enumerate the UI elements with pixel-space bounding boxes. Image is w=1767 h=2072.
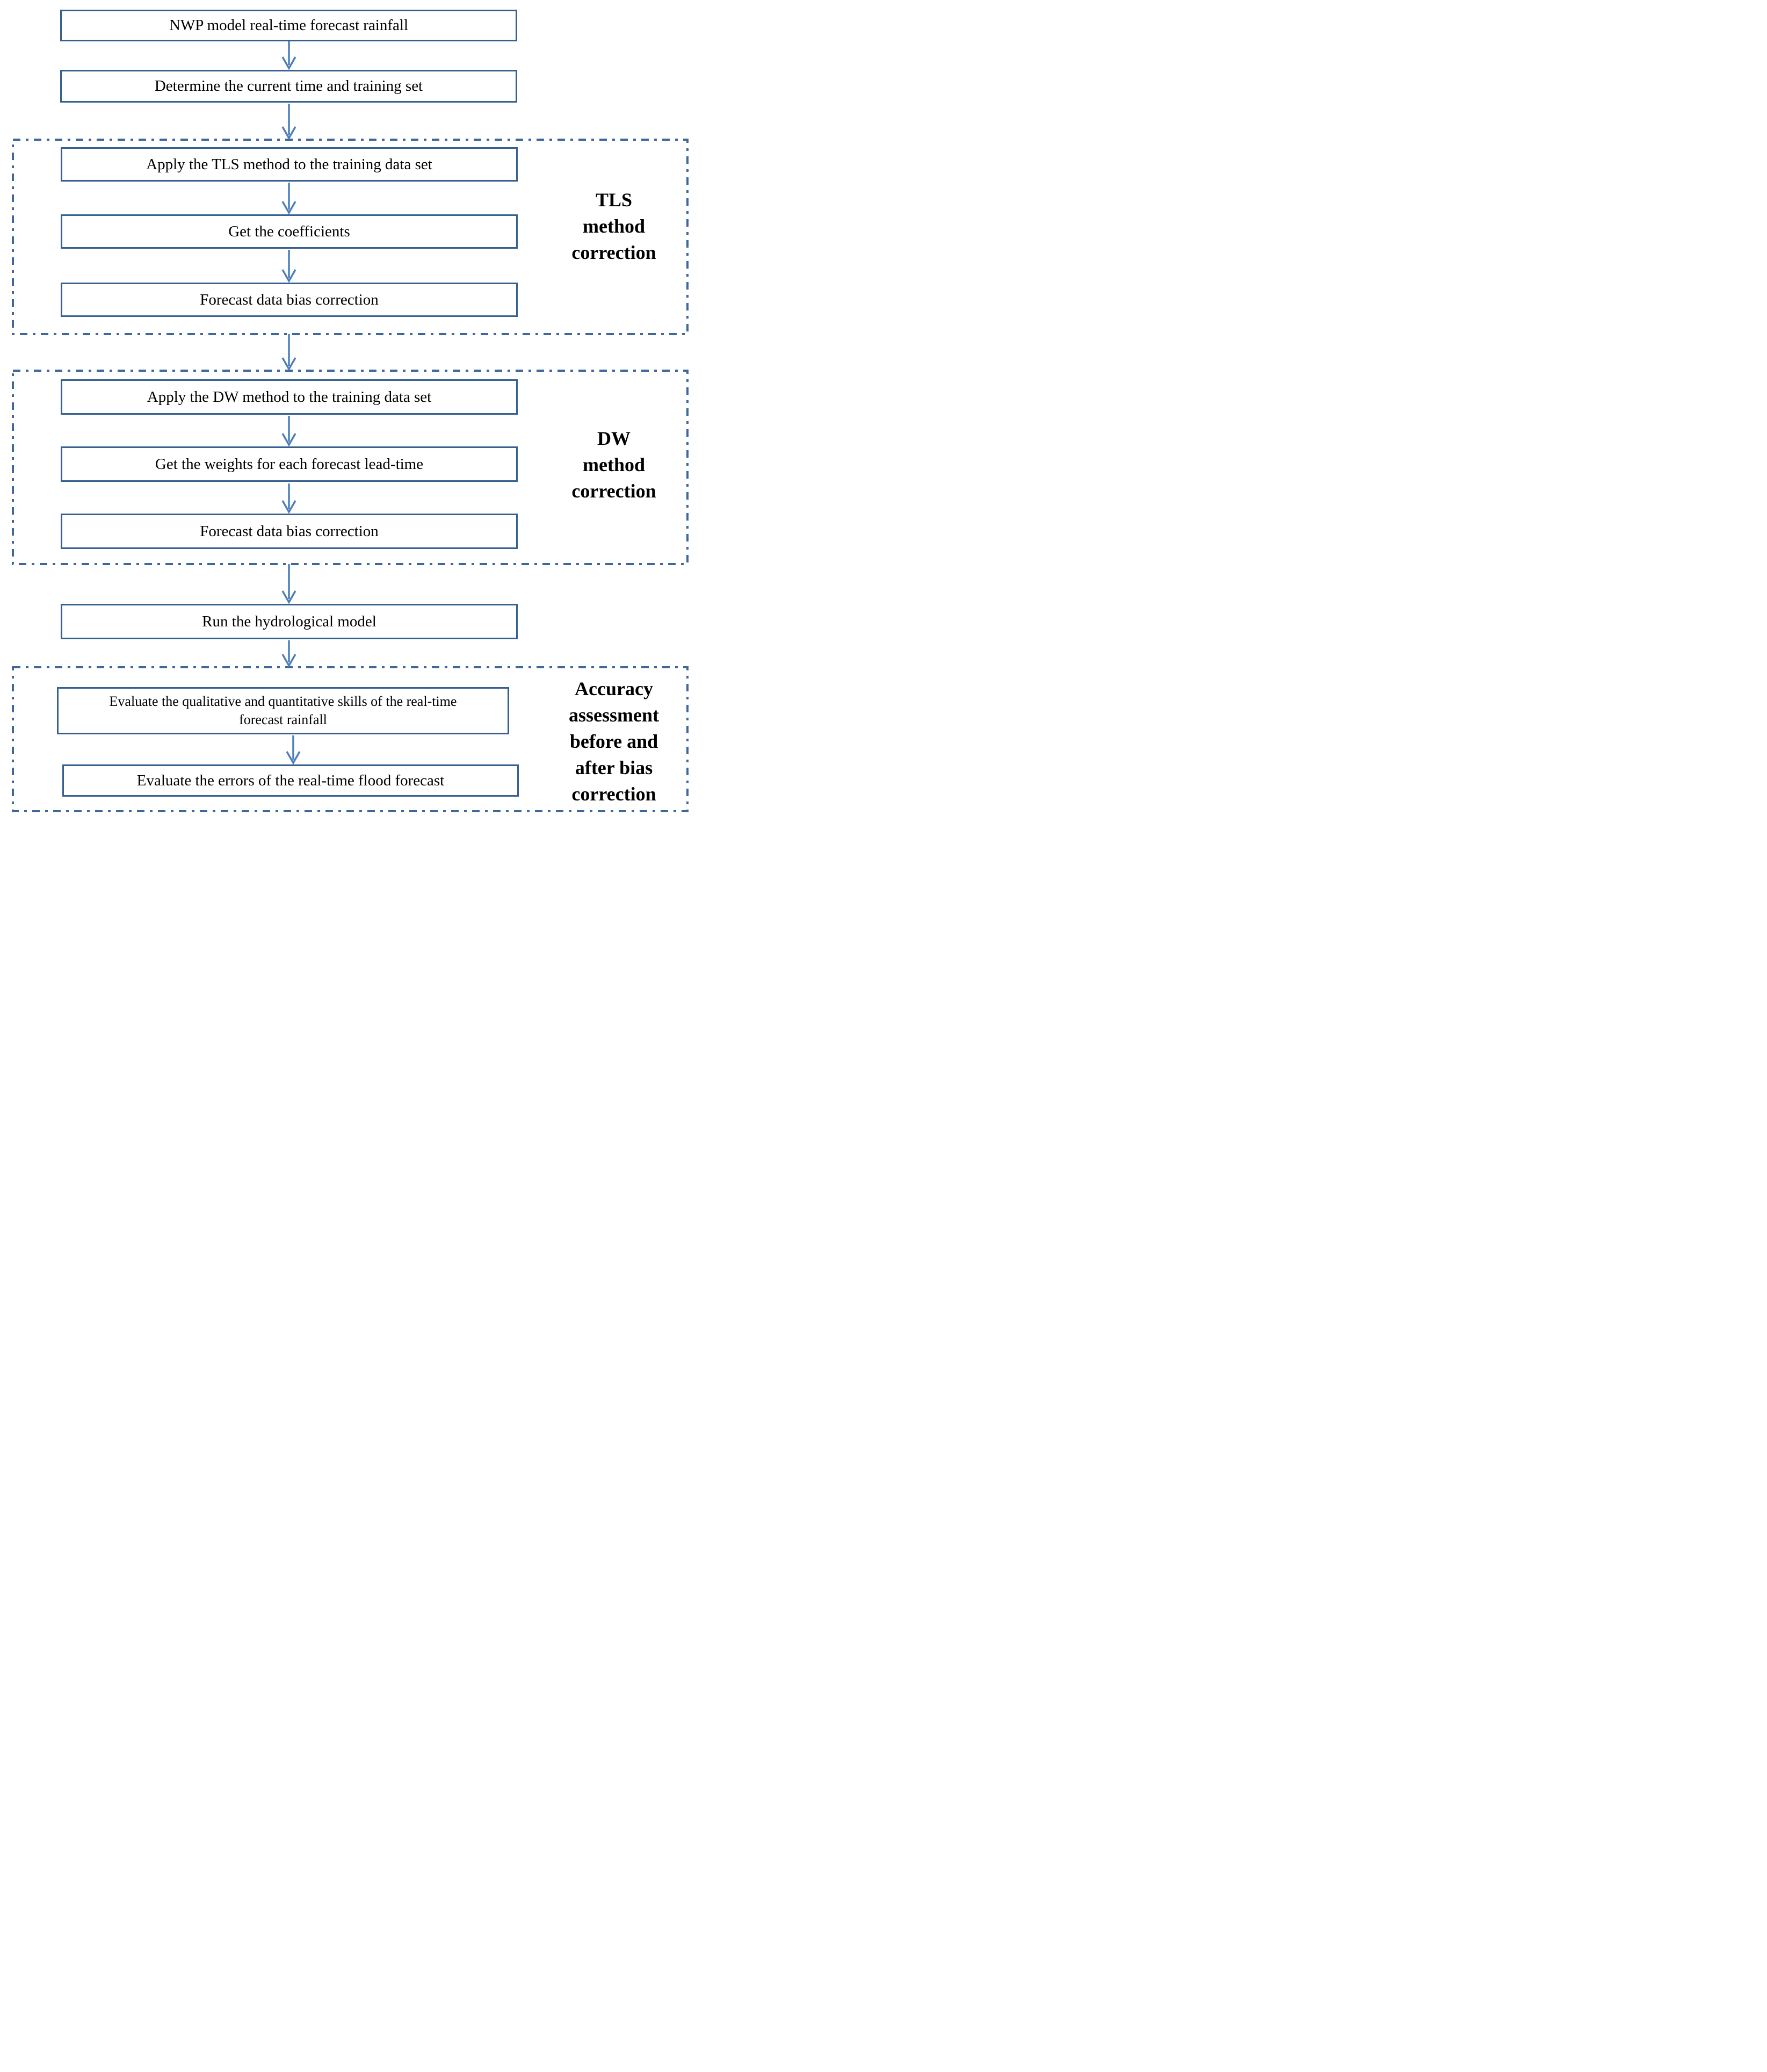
node-nwp-rainfall: NWP model real-time forecast rainfall [60, 10, 517, 41]
group-label-line: after bias [575, 757, 653, 778]
node-label: Run the hydrological model [202, 612, 376, 630]
node-label: Get the coefficients [228, 222, 350, 240]
flow-arrow [281, 41, 296, 70]
flow-arrow [281, 416, 296, 447]
group-label-line: correction [571, 480, 656, 502]
flow-arrow [281, 104, 296, 140]
node-get-weights: Get the weights for each forecast lead-t… [61, 446, 518, 482]
node-apply-tls: Apply the TLS method to the training dat… [61, 147, 518, 182]
flow-arrow [281, 640, 296, 668]
flow-arrow [281, 483, 296, 514]
flow-arrow [281, 334, 296, 371]
group-label-line: method [583, 454, 645, 475]
dw-group-label: DW method correction [536, 425, 692, 504]
node-dw-bias-correction: Forecast data bias correction [61, 514, 518, 549]
node-evaluate-rainfall-skills: Evaluate the qualitative and quantitativ… [57, 687, 509, 734]
node-determine-training-set: Determine the current time and training … [60, 70, 517, 103]
node-label-line: Evaluate the qualitative and quantitativ… [109, 694, 457, 710]
node-run-hydrological-model: Run the hydrological model [61, 604, 518, 639]
group-label-line: correction [571, 242, 656, 263]
node-label-line: forecast rainfall [239, 712, 327, 727]
group-label-line: correction [571, 783, 656, 805]
flow-arrow [281, 250, 296, 283]
tls-group-label: TLS method correction [536, 187, 692, 266]
flow-arrow [286, 735, 301, 765]
node-label: Apply the DW method to the training data… [147, 388, 432, 406]
node-label: Forecast data bias correction [200, 291, 379, 308]
node-tls-bias-correction: Forecast data bias correction [61, 283, 518, 317]
node-label: Apply the TLS method to the training dat… [146, 155, 432, 173]
tls-group-border [12, 139, 689, 335]
accuracy-group-border [12, 666, 689, 812]
flow-arrow [281, 564, 296, 604]
group-label-line: assessment [569, 704, 659, 726]
node-get-coefficients: Get the coefficients [61, 214, 518, 249]
flowchart-canvas: NWP model real-time forecast rainfall De… [0, 0, 707, 829]
node-label: NWP model real-time forecast rainfall [169, 17, 408, 34]
accuracy-group-label: Accuracy assessment before and after bia… [536, 676, 692, 807]
node-label: Determine the current time and training … [154, 77, 423, 95]
node-label: Get the weights for each forecast lead-t… [155, 455, 424, 473]
flow-arrow [281, 183, 296, 215]
flow-graphics [12, 41, 689, 812]
node-label: Evaluate the errors of the real-time flo… [136, 771, 445, 789]
group-label-line: TLS [595, 189, 633, 211]
node-label: Forecast data bias correction [200, 522, 379, 540]
group-label-line: Accuracy [575, 678, 653, 699]
group-label-line: before and [569, 731, 658, 752]
node-evaluate-flood-errors: Evaluate the errors of the real-time flo… [62, 764, 519, 797]
node-apply-dw: Apply the DW method to the training data… [61, 379, 518, 415]
dw-group-border [12, 370, 689, 565]
group-label-line: method [583, 215, 645, 237]
group-label-line: DW [597, 428, 631, 449]
